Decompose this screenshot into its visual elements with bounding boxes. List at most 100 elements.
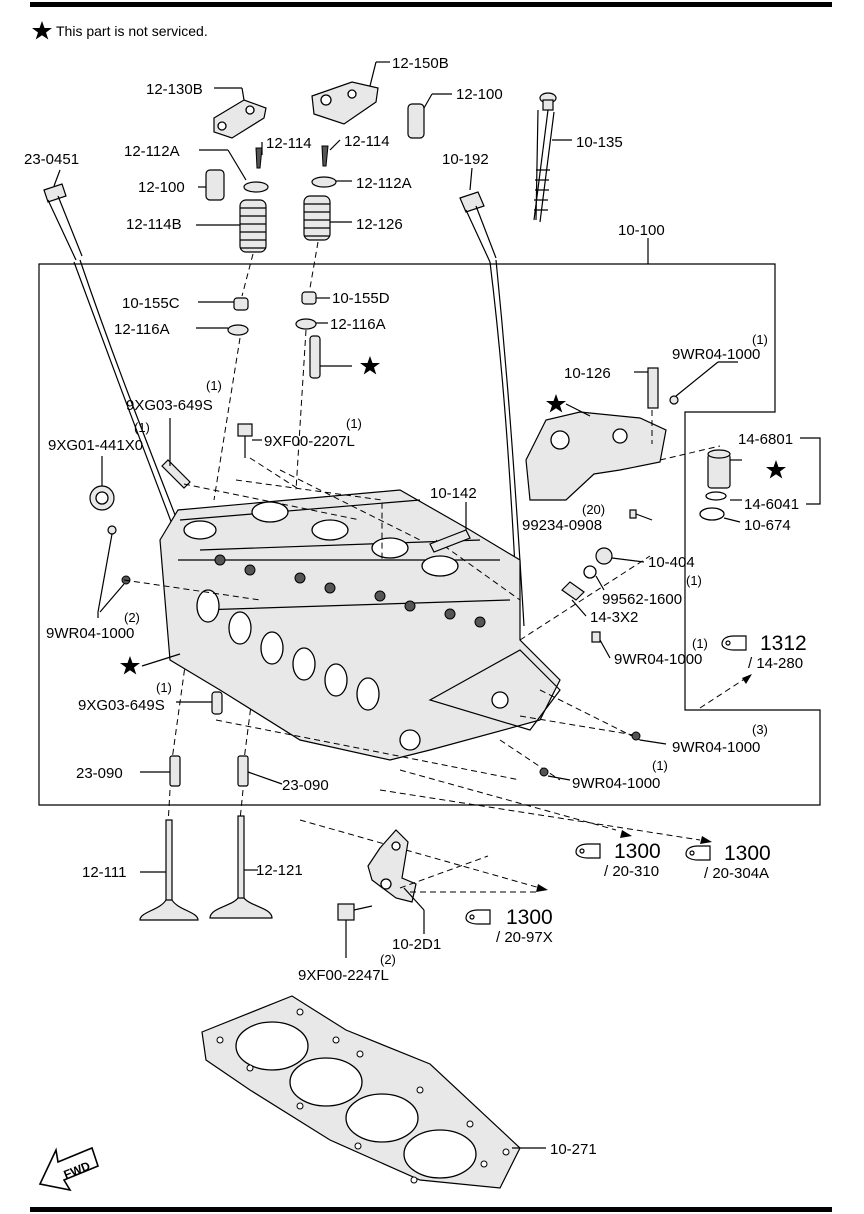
bolt-9XF00-2207L bbox=[237, 423, 262, 458]
fwd-arrow-icon: FWD bbox=[38, 1146, 99, 1192]
reference-tag-icon bbox=[575, 843, 601, 859]
label-9WR04-1000-bottom: 9WR04-1000 bbox=[572, 775, 660, 792]
label-14-6041: 14-6041 bbox=[744, 496, 799, 513]
screen-14-3X2 bbox=[561, 581, 587, 617]
plugs-9WR04-1000-left bbox=[97, 525, 131, 618]
arrow-head bbox=[620, 830, 632, 838]
ref-1312-number: 1312 bbox=[760, 632, 807, 655]
qty-9WR04-1000-right-low: (3) bbox=[752, 722, 768, 737]
label-12-100-right: 12-100 bbox=[456, 86, 503, 103]
dowel-9XG03-649S-upper bbox=[161, 418, 191, 489]
label-12-150B: 12-150B bbox=[392, 55, 449, 72]
label-23-0451: 23-0451 bbox=[24, 151, 79, 168]
top-rule bbox=[30, 2, 832, 7]
ref-1300-a-number: 1300 bbox=[614, 840, 661, 863]
valve-caps bbox=[196, 291, 330, 336]
part-labels: 12-150B 12-130B 12-100 12-114 12-114 10-… bbox=[24, 55, 799, 1158]
arrow-head bbox=[536, 884, 548, 892]
plug-9WR04-1000-right-mid bbox=[591, 631, 611, 659]
seal-9XG01-441X0 bbox=[89, 456, 115, 511]
lash-adjuster-12-100-right bbox=[407, 93, 452, 139]
label-12-114-right: 12-114 bbox=[344, 133, 390, 150]
qty-9WR04-1000-left: (2) bbox=[124, 610, 140, 625]
camshaft-cap-10-126-assy bbox=[525, 367, 721, 501]
ocv-14-6801 bbox=[699, 437, 821, 523]
reference-tag-icon bbox=[685, 845, 711, 861]
bottom-rule bbox=[30, 1207, 832, 1212]
ref-1300-a-sub: / 20-310 bbox=[604, 863, 659, 880]
valve-springs bbox=[196, 195, 352, 253]
dowel-9XG03-649S-lower bbox=[176, 691, 223, 715]
lash-adjuster-12-100-left bbox=[198, 169, 225, 201]
reference-tag-icon bbox=[465, 909, 491, 925]
label-10-674: 10-674 bbox=[744, 517, 791, 534]
label-12-126: 12-126 bbox=[356, 216, 403, 233]
ref-1300-b-sub: / 20-304A bbox=[704, 865, 769, 882]
label-9WR04-1000-right-mid: 9WR04-1000 bbox=[614, 651, 702, 668]
ref-1312-sub: / 14-280 bbox=[748, 655, 803, 672]
cam-journals bbox=[183, 501, 459, 577]
cylinder-head bbox=[159, 489, 561, 761]
label-14-3X2: 14-3X2 bbox=[590, 609, 638, 626]
bolt-9XF00-2247L bbox=[337, 903, 373, 958]
label-12-114-left: 12-114 bbox=[266, 135, 312, 152]
label-10-404: 10-404 bbox=[648, 554, 695, 571]
dashed-leaders-head bbox=[123, 457, 701, 889]
intake-ports bbox=[196, 589, 380, 711]
label-9WR04-1000-left: 9WR04-1000 bbox=[46, 625, 134, 642]
rocker-arm-12-130B bbox=[213, 87, 267, 139]
header-note: This part is not serviced. bbox=[32, 21, 208, 40]
qty-9XF00-2207L: (1) bbox=[346, 416, 362, 431]
label-12-116A-right: 12-116A bbox=[330, 316, 386, 333]
star-icon bbox=[120, 656, 140, 675]
label-12-114B: 12-114B bbox=[126, 216, 182, 233]
valve-guides-23-090 bbox=[140, 755, 283, 787]
label-23-090-left: 23-090 bbox=[76, 765, 123, 782]
label-9XG03-649S-lower: 9XG03-649S bbox=[78, 697, 165, 714]
ref-arrow-1312 bbox=[699, 677, 747, 709]
valve-bores bbox=[214, 554, 486, 628]
label-99562-1600: 99562-1600 bbox=[602, 591, 682, 608]
qty-9XG03-649S-lower: (1) bbox=[156, 680, 172, 695]
label-10-135: 10-135 bbox=[576, 134, 623, 151]
label-10-155D: 10-155D bbox=[332, 290, 390, 307]
arrow-head bbox=[700, 836, 712, 844]
ref-1300-b-number: 1300 bbox=[724, 842, 771, 865]
label-9WR04-1000-right-low: 9WR04-1000 bbox=[672, 739, 760, 756]
intake-valve-12-111 bbox=[139, 819, 199, 921]
label-12-121: 12-121 bbox=[256, 862, 303, 879]
label-10-271: 10-271 bbox=[550, 1141, 597, 1158]
qty-9XG01-441X0: (1) bbox=[134, 420, 150, 435]
intake-axis bbox=[165, 253, 254, 861]
hanger-dashed bbox=[399, 855, 540, 893]
rocker-arm-12-150B bbox=[311, 61, 390, 125]
stud-99234-0908 bbox=[629, 509, 653, 521]
seal-10-404 bbox=[583, 547, 645, 591]
label-12-112A-right: 12-112A bbox=[356, 175, 412, 192]
label-9XF00-2247L: 9XF00-2247L bbox=[298, 967, 389, 984]
label-9XF00-2207L: 9XF00-2207L bbox=[264, 433, 355, 450]
qty-9XG03-649S-upper: (1) bbox=[206, 378, 222, 393]
head-gasket-10-271 bbox=[201, 995, 546, 1189]
reference-labels: 1312 / 14-280 1300 / 20-310 1300 / 20-30… bbox=[496, 632, 807, 946]
ref-1300-c-number: 1300 bbox=[506, 906, 553, 929]
star-icon bbox=[360, 356, 380, 375]
spring-retainers bbox=[199, 149, 352, 193]
cylinder-head-box bbox=[38, 263, 821, 806]
plug-9WR04-1000-right-low bbox=[539, 731, 667, 781]
label-99234-0908: 99234-0908 bbox=[522, 517, 602, 534]
head-bolt-10-135 bbox=[533, 92, 572, 223]
label-9XG03-649S-upper: 9XG03-649S bbox=[126, 397, 213, 414]
header-note-text: This part is not serviced. bbox=[56, 23, 208, 39]
label-9XG01-441X0: 9XG01-441X0 bbox=[48, 437, 143, 454]
label-12-112A-left: 12-112A bbox=[124, 143, 180, 160]
qty-9WR04-1000-top: (1) bbox=[752, 332, 768, 347]
label-14-6801: 14-6801 bbox=[738, 431, 793, 448]
qty-9XF00-2247L: (2) bbox=[380, 952, 396, 967]
label-12-111: 12-111 bbox=[82, 864, 126, 881]
label-10-155C: 10-155C bbox=[122, 295, 180, 312]
qty-9WR04-1000-bottom: (1) bbox=[652, 758, 668, 773]
pin-10-142 bbox=[429, 502, 471, 553]
valve-keepers bbox=[255, 139, 341, 169]
